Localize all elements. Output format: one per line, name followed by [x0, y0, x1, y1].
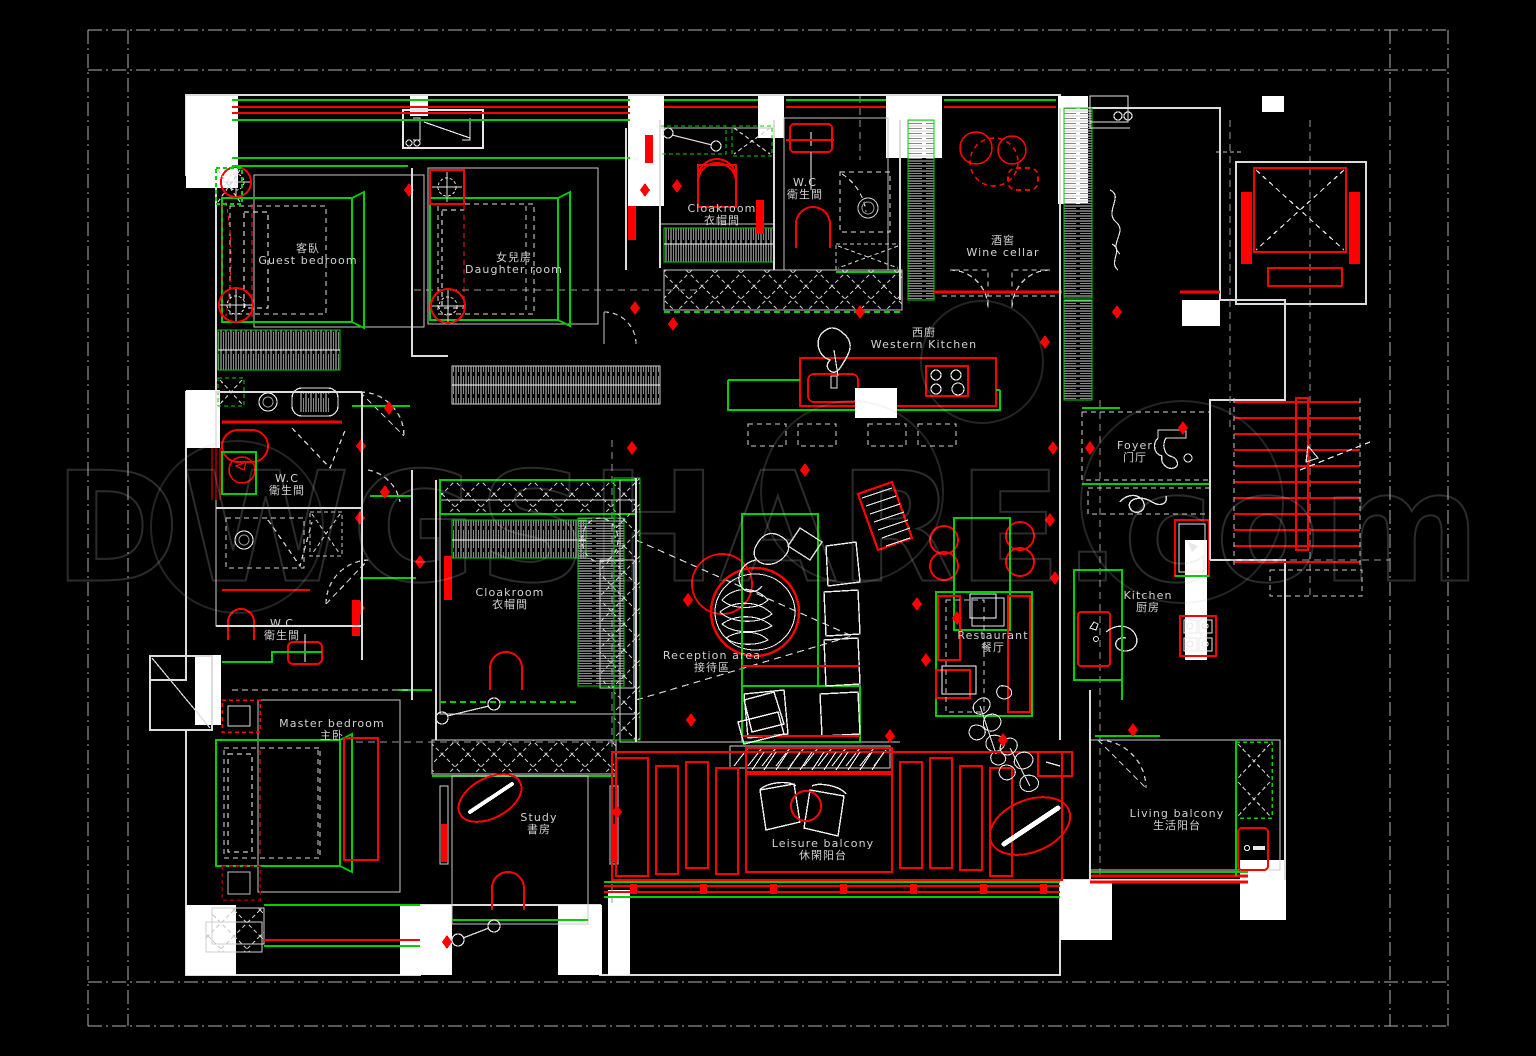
room-label-en: W.C	[792, 176, 818, 189]
rooms-left-wc	[211, 377, 405, 665]
room-label-cn: 主卧	[320, 729, 344, 742]
elevation-markers	[355, 179, 1188, 949]
room-label-en: Daughter room	[465, 263, 563, 276]
room-label-cn: 生活阳台	[1152, 819, 1201, 832]
room-label-cn: 厨房	[1135, 601, 1160, 614]
room-restaurant	[935, 591, 1033, 766]
top-service-band	[215, 99, 1056, 205]
room-label-en: Foyer	[1117, 439, 1153, 452]
room-label-en: Master bedroom	[279, 717, 385, 730]
misc-bottom-left	[149, 655, 263, 953]
room-label-en: Cloakroom	[475, 586, 545, 599]
room-label-cn: 女兒房	[496, 251, 532, 264]
sheet-frame	[87, 29, 1449, 1027]
room-label-cn: 接待區	[694, 661, 730, 674]
room-label-en: Guest bedroom	[258, 254, 358, 267]
corridor-markers	[232, 405, 432, 691]
top-right-fixtures	[1089, 95, 1133, 129]
room-label-en: W.C	[274, 472, 300, 485]
room-kitchen	[1073, 519, 1217, 700]
room-western-kitchen	[663, 269, 1001, 447]
room-label-cn: 衛生間	[269, 484, 305, 497]
room-label-en: W.C	[269, 617, 295, 630]
room-leisure-balcony	[604, 737, 1073, 898]
room-label-en: Cloakroom	[687, 202, 757, 215]
room-label-cn: 餐厅	[980, 641, 1005, 654]
room-label-cn: 西廚	[911, 326, 936, 339]
detail-tv-unit	[402, 109, 484, 149]
room-label-en: Wine cellar	[966, 246, 1040, 259]
room-label-en: Restaurant	[957, 629, 1029, 642]
room-label-cn: 衛生間	[264, 629, 300, 642]
room-label-cn: 衣帽間	[492, 598, 528, 611]
room-label-cn: 酒窖	[991, 234, 1015, 247]
room-label-en: Western Kitchen	[870, 338, 978, 351]
room-guest-bedroom	[217, 166, 425, 371]
room-label-en: Living balcony	[1129, 807, 1225, 820]
room-wine-cellar	[907, 107, 1220, 401]
room-label-cn: 書房	[526, 823, 551, 836]
room-label-en: Kitchen	[1123, 589, 1173, 602]
staircase-core	[1233, 396, 1371, 597]
room-label-cn: 衣帽間	[704, 214, 740, 227]
room-cloakroom-top	[628, 125, 775, 263]
room-label-en: Reception area	[662, 649, 762, 662]
elevator-shaft	[1216, 151, 1367, 305]
room-daughter	[427, 167, 661, 405]
room-label-cn: 休閑阳台	[798, 849, 847, 862]
room-study	[439, 773, 619, 947]
room-label-cn: 衛生間	[787, 188, 823, 201]
room-label-en: Study	[520, 811, 558, 824]
room-label-cn: 客臥	[295, 242, 320, 255]
room-reception-area	[613, 477, 1035, 769]
room-label-cn: 门厅	[1123, 451, 1147, 464]
interior-partitions	[216, 108, 1286, 880]
hatch-band-mid	[431, 739, 617, 777]
room-label-en: Leisure balcony	[771, 837, 875, 850]
